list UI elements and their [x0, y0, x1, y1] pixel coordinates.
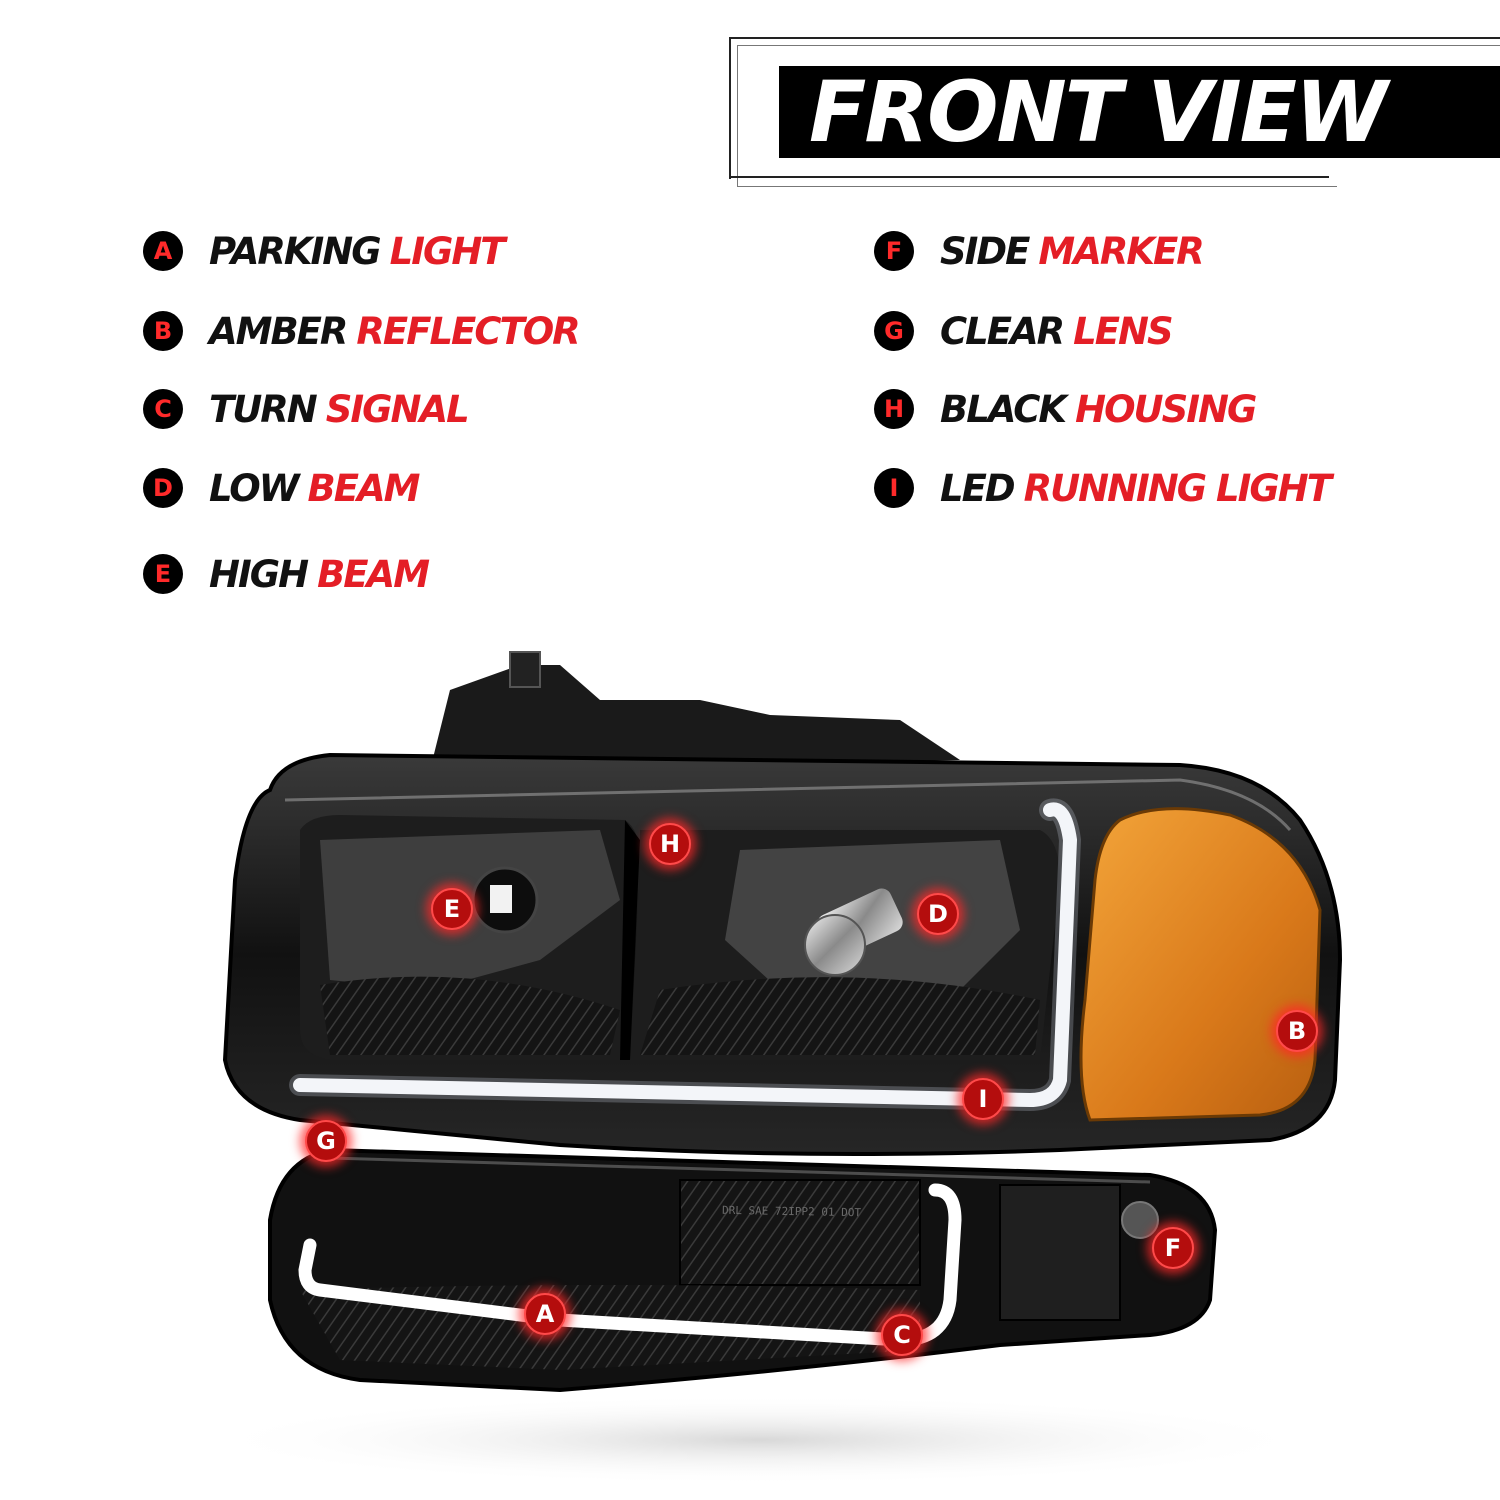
callout-e: E: [431, 888, 473, 930]
legend-word: LOW: [209, 466, 300, 510]
callout-i: I: [962, 1078, 1004, 1120]
low-beam-bulb: [804, 914, 866, 976]
legend-badge: H: [874, 389, 914, 429]
title-frame-inner-line: [737, 45, 1500, 186]
legend-word: CLEAR: [940, 309, 1065, 353]
legend-word-accent: BEAM: [317, 552, 430, 596]
legend-word: LED: [940, 466, 1016, 510]
parking-light-bar: [298, 1183, 962, 1347]
legend-badge: I: [874, 468, 914, 508]
low-beam-lower: [640, 977, 1040, 1055]
legend-word-accent: SIGNAL: [325, 387, 470, 431]
led-running-light-glow: [289, 798, 1082, 1112]
legend-word-accent: HOUSING: [1075, 387, 1257, 431]
callout-b: B: [1276, 1010, 1318, 1052]
legend-word: TURN: [209, 387, 318, 431]
legend-badge: B: [143, 311, 183, 351]
led-chip: [490, 885, 512, 913]
title-banner: FRONT VIEW: [779, 66, 1500, 158]
callout-f: F: [1152, 1227, 1194, 1269]
page-title: FRONT VIEW: [809, 63, 1388, 161]
side-marker-bulb: [1121, 1201, 1159, 1239]
callout-h: H: [649, 823, 691, 865]
legend-badge: F: [874, 231, 914, 271]
bracket-bolt: [509, 651, 541, 688]
clear-lens-rim: [284, 778, 1292, 831]
legend-word-accent: BEAM: [307, 466, 421, 510]
mounting-bracket: [430, 665, 960, 770]
title-frame: [729, 37, 1500, 179]
headlight-illustration: [200, 651, 1343, 1485]
led-running-light-bar: [293, 802, 1078, 1108]
legend-word: BLACK: [940, 387, 1067, 431]
legend-badge: D: [143, 468, 183, 508]
lens-marking-text: DRL SAE 72IPP2 01 DOT: [721, 1203, 862, 1220]
bumper-lamp-center-panel: [679, 1179, 921, 1286]
legend-word-accent: REFLECTOR: [356, 309, 580, 353]
amber-reflector: [1079, 807, 1322, 1122]
legend-word-accent: MARKER: [1038, 229, 1204, 273]
title-underline-inner: [737, 186, 1337, 187]
legend-badge: A: [143, 231, 183, 271]
legend-word-accent: RUNNING LIGHT: [1023, 466, 1332, 510]
bumper-lamp-lens-rim: [329, 1156, 1151, 1184]
callout-c: C: [881, 1314, 923, 1356]
legend-badge: G: [874, 311, 914, 351]
callout-g: G: [305, 1120, 347, 1162]
legend-word-accent: LIGHT: [389, 229, 506, 273]
legend-word: HIGH: [209, 552, 309, 596]
callout-d: D: [917, 893, 959, 935]
floor-shadow: [200, 1395, 1320, 1485]
title-underline: [729, 176, 1329, 178]
side-marker-lens: [999, 1184, 1121, 1321]
high-beam-lower: [320, 976, 620, 1055]
legend-word: SIDE: [940, 229, 1030, 273]
legend-word-accent: LENS: [1073, 309, 1173, 353]
legend-badge: C: [143, 389, 183, 429]
legend-word: AMBER: [209, 309, 348, 353]
callout-a: A: [524, 1293, 566, 1335]
reflector-divider: [620, 820, 640, 1060]
legend-badge: E: [143, 554, 183, 594]
legend-word: PARKING: [209, 229, 382, 273]
